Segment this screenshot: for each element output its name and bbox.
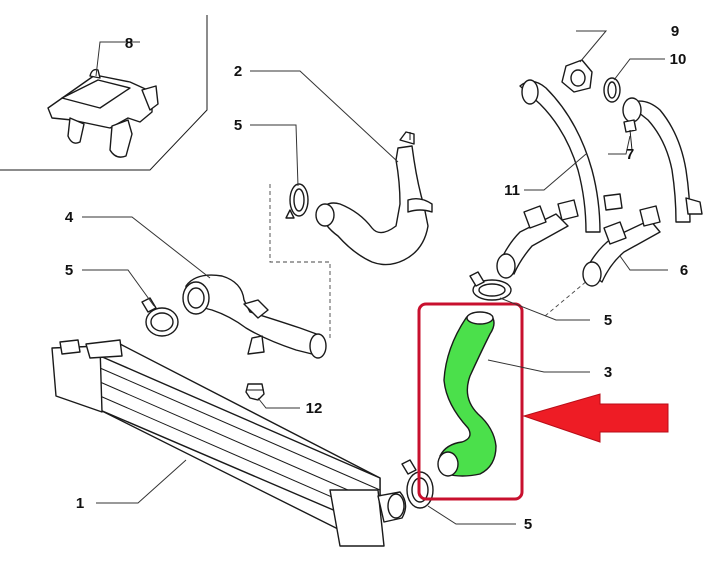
part-1-intercooler bbox=[51, 339, 407, 547]
leader-7 bbox=[608, 135, 631, 155]
part-12-grommet bbox=[245, 383, 265, 401]
highlight-box bbox=[417, 302, 524, 501]
leader-5-mid-top bbox=[250, 124, 299, 187]
leader-11 bbox=[524, 153, 587, 191]
leader-2 bbox=[250, 70, 399, 163]
callout-5-bottom: 5 bbox=[524, 516, 532, 533]
leader-12 bbox=[257, 397, 300, 409]
part-9-connector bbox=[561, 59, 593, 93]
leader-6 bbox=[619, 255, 668, 271]
callout-5-mid-top: 5 bbox=[234, 117, 242, 134]
leader-5-right bbox=[499, 297, 590, 321]
callout-6: 6 bbox=[680, 262, 688, 279]
leader-3 bbox=[487, 359, 590, 373]
callout-5-right: 5 bbox=[604, 312, 612, 329]
leader-8 bbox=[95, 41, 140, 77]
corner-separator-line bbox=[0, 15, 208, 171]
part-2-hose bbox=[315, 131, 433, 266]
part-6-hose bbox=[582, 97, 703, 287]
part-7-bolt bbox=[623, 119, 637, 151]
callout-1: 1 bbox=[76, 495, 84, 512]
part-3-hose-highlighted bbox=[437, 311, 497, 477]
clamp-5-left bbox=[141, 297, 179, 337]
leader-4 bbox=[82, 216, 211, 279]
part-11-hose bbox=[496, 79, 601, 279]
leader-9 bbox=[576, 30, 608, 63]
callout-8: 8 bbox=[125, 35, 133, 52]
part-10-clamp bbox=[603, 77, 621, 103]
callout-7: 7 bbox=[626, 146, 634, 163]
part-4-pipe bbox=[182, 274, 327, 359]
callout-4: 4 bbox=[65, 209, 74, 226]
callout-10: 10 bbox=[670, 51, 687, 68]
pointer-arrow bbox=[522, 393, 669, 443]
highlighted-hose-fill bbox=[439, 311, 497, 477]
callout-11: 11 bbox=[504, 182, 520, 199]
callout-5-left: 5 bbox=[65, 262, 73, 279]
leader-5-left bbox=[82, 269, 155, 307]
clamp-5-upper bbox=[285, 183, 309, 219]
callout-3: 3 bbox=[604, 364, 612, 381]
leader-5-bottom bbox=[427, 505, 516, 525]
clamp-5-right bbox=[469, 271, 512, 301]
leader-10 bbox=[613, 58, 665, 81]
callout-12: 12 bbox=[306, 400, 323, 417]
callout-2: 2 bbox=[234, 63, 242, 80]
leader-1 bbox=[96, 459, 187, 504]
dashed-guide-left bbox=[269, 184, 331, 338]
callout-9: 9 bbox=[671, 23, 679, 40]
part-8-bracket bbox=[47, 68, 159, 158]
